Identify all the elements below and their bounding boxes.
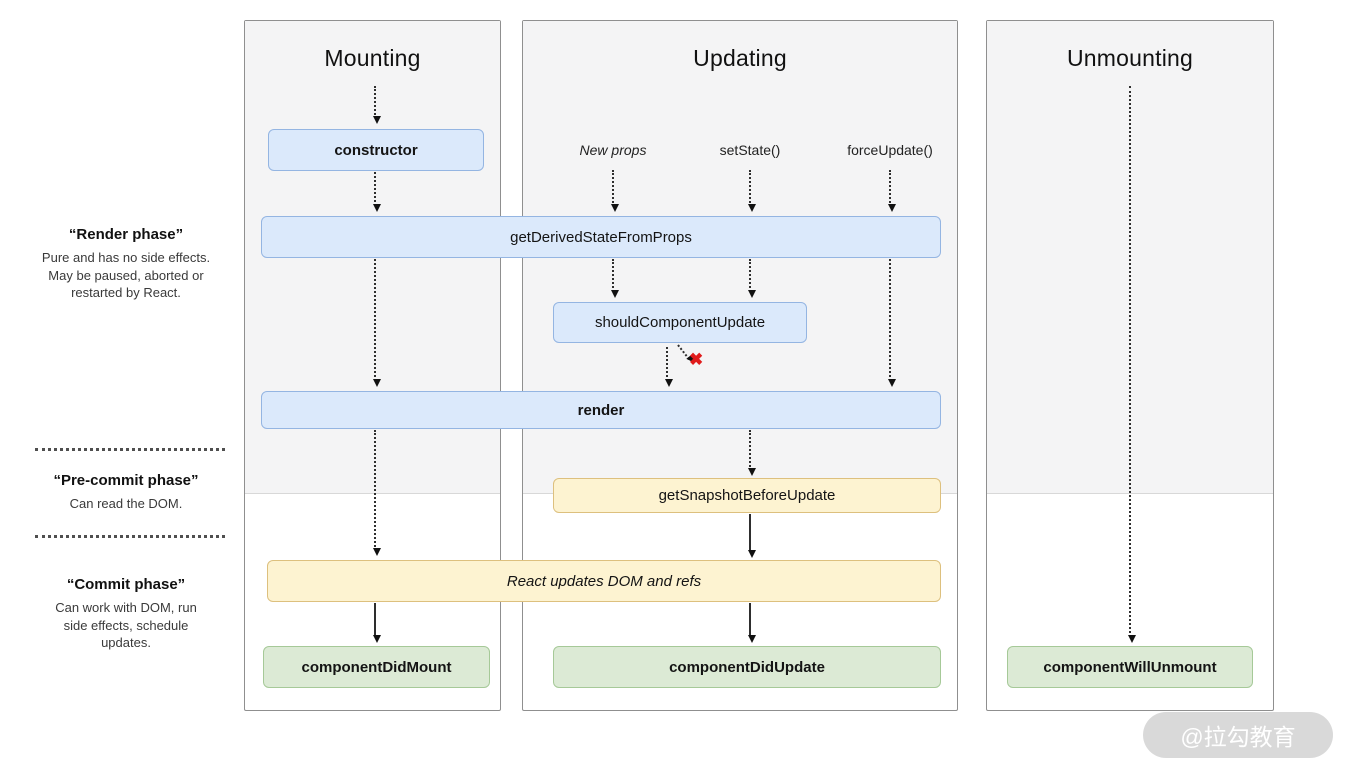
box-component-did-mount: componentDidMount — [263, 646, 490, 688]
phase-divider-top — [35, 448, 225, 451]
phase-commit-description: Can work with DOM, run side effects, sch… — [55, 600, 197, 651]
box-should-component-update: shouldComponentUpdate — [553, 302, 807, 343]
column-unmounting-title: Unmounting — [1066, 45, 1194, 71]
arrow-unmounting-to-willunmount — [1128, 86, 1136, 643]
arrow-constructor-to-getderived — [373, 172, 381, 212]
trigger-force-update: forceUpdate() — [847, 142, 933, 158]
trigger-set-state: setState() — [719, 142, 781, 158]
box-get-derived-state-from-props: getDerivedStateFromProps — [261, 216, 941, 258]
phase-precommit-label: “Pre-commit phase” Can read the DOM. — [20, 472, 232, 513]
phase-commit-title: “Commit phase” — [66, 576, 186, 593]
arrow-reactupdates-to-didupdate — [748, 603, 756, 643]
arrow-render-to-getsnapshot — [748, 430, 756, 476]
phase-render-label: “Render phase” Pure and has no side effe… — [20, 226, 232, 302]
box-constructor: constructor — [268, 129, 484, 171]
false-branch-x-icon: ✖ — [689, 350, 704, 369]
arrow-forceupdate-to-getderived — [888, 170, 896, 212]
arrow-newprops-to-getderived — [611, 170, 619, 212]
arrow-forceupdate-bypass-to-render — [888, 259, 896, 387]
arrow-getderived-to-render-mounting — [373, 259, 381, 387]
column-updating-title: Updating — [693, 45, 787, 71]
box-react-updates-dom: React updates DOM and refs — [267, 560, 941, 602]
phase-render-description: Pure and has no side effects. May be pau… — [41, 250, 211, 301]
arrow-shouldupdate-true-to-render — [665, 347, 673, 387]
arrow-mounting-to-constructor — [373, 86, 381, 124]
arrow-getsnapshot-to-reactupdates — [748, 514, 756, 558]
phase-commit-label: “Commit phase” Can work with DOM, run si… — [20, 576, 232, 652]
arrow-getderived-to-shouldupdate-left — [611, 259, 619, 298]
watermark-badge: @拉勾教育 — [1143, 712, 1333, 758]
box-get-snapshot-before-update: getSnapshotBeforeUpdate — [553, 478, 941, 513]
arrow-render-to-reactupdates-mounting — [373, 430, 381, 556]
phase-divider-bottom — [35, 535, 225, 538]
arrow-setstate-to-getderived — [748, 170, 756, 212]
box-component-did-update: componentDidUpdate — [553, 646, 941, 688]
arrow-getderived-to-shouldupdate-right — [748, 259, 756, 298]
trigger-new-props: New props — [579, 142, 647, 158]
box-component-will-unmount: componentWillUnmount — [1007, 646, 1253, 688]
box-render: render — [261, 391, 941, 429]
phase-precommit-description: Can read the DOM. — [69, 496, 183, 511]
column-updating: Updating — [522, 20, 958, 711]
phase-render-title: “Render phase” — [68, 226, 184, 243]
column-mounting-title: Mounting — [324, 45, 421, 71]
arrow-reactupdates-to-didmount — [373, 603, 381, 643]
phase-precommit-title: “Pre-commit phase” — [53, 472, 199, 489]
